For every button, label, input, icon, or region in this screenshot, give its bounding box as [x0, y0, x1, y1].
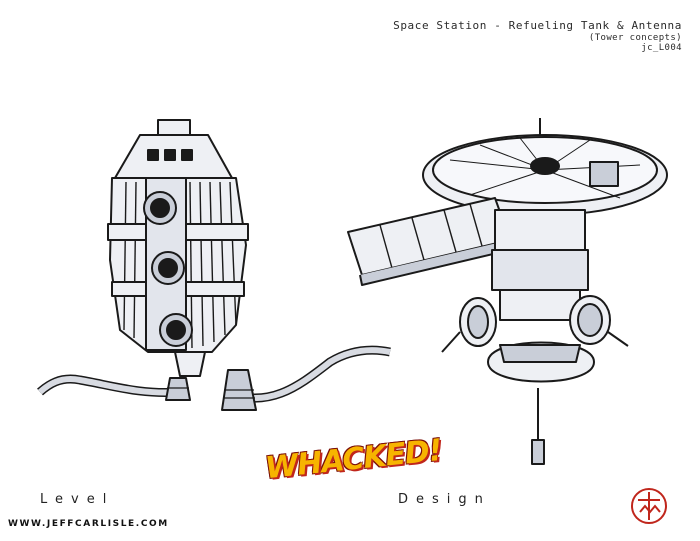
tank-ports — [143, 191, 193, 347]
refueling-tank — [37, 119, 391, 411]
tank-bottom — [174, 351, 206, 377]
tank-nozzle-left — [165, 377, 191, 401]
footer-design: Design — [398, 492, 491, 507]
tank-top-cap — [157, 119, 191, 137]
antenna-probe-tip — [531, 439, 545, 465]
antenna-column-mid — [491, 249, 589, 291]
sheet-code: jc_L004 — [641, 42, 682, 53]
antenna-column-low — [499, 289, 581, 321]
signature-emblem — [631, 488, 667, 524]
header: Space Station - Refueling Tank & Antenna… — [322, 19, 682, 53]
website-link[interactable]: WWW.JEFFCARLISLE.COM — [8, 519, 169, 529]
footer-level: Level — [40, 492, 115, 507]
antenna-dish-box — [589, 161, 619, 187]
antenna-tower — [347, 118, 668, 465]
sheet-subtitle: (Tower concepts) — [588, 32, 682, 43]
antenna-column-top — [494, 209, 586, 251]
logo-text: WHACKED! — [263, 432, 444, 487]
sheet-title: Space Station - Refueling Tank & Antenna — [393, 19, 682, 32]
whacked-logo: WHACKED! — [263, 432, 444, 510]
